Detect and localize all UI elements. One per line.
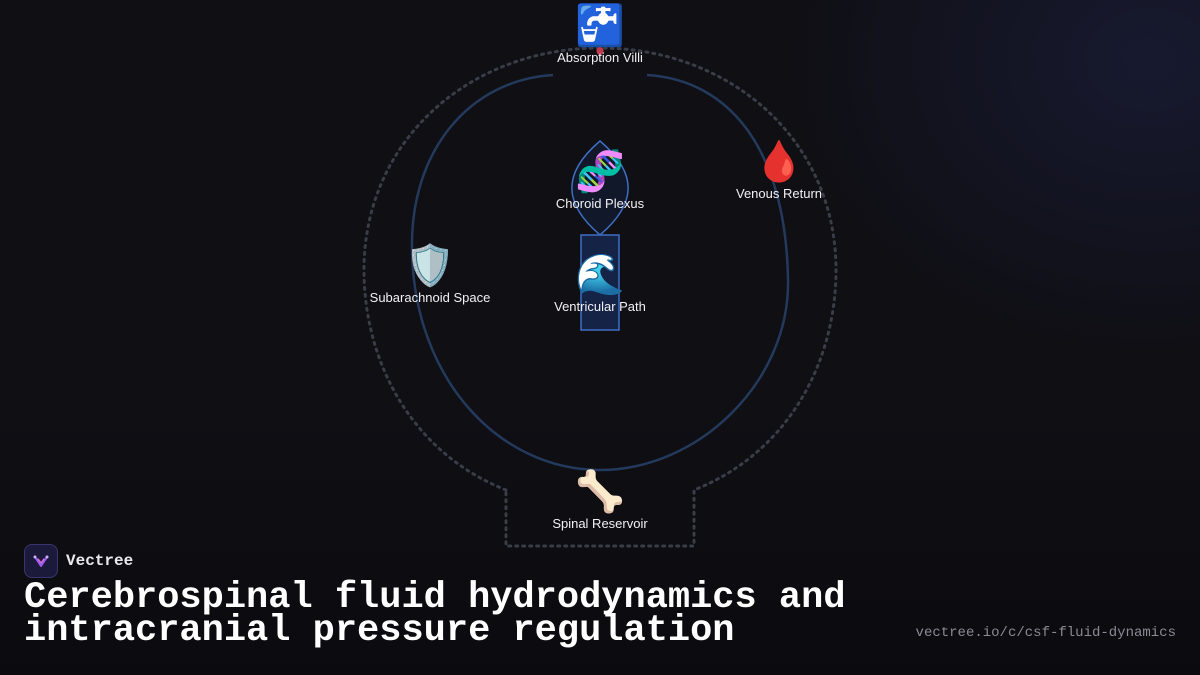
drip-mark bbox=[596, 47, 604, 55]
node-spinal-reservoir: 🦴 Spinal Reservoir bbox=[552, 470, 647, 531]
wave-icon: 🌊 bbox=[575, 252, 625, 298]
node-label: Absorption Villi bbox=[557, 50, 643, 65]
node-label: Choroid Plexus bbox=[555, 196, 645, 211]
node-choroid-plexus: 🧬 Choroid Plexus bbox=[556, 150, 644, 211]
node-subarachnoid-space: 🛡️ Subarachnoid Space bbox=[370, 244, 491, 305]
faucet-icon: 🚰 bbox=[575, 3, 625, 49]
brand: Vectree bbox=[24, 544, 133, 578]
outer-skull-outline bbox=[362, 46, 838, 548]
dna-icon: 🧬 bbox=[575, 149, 625, 195]
node-venous-return: 🩸 Venous Return bbox=[736, 140, 822, 201]
inner-brain-outline bbox=[410, 73, 790, 472]
vectree-logo-icon bbox=[24, 544, 58, 578]
node-ventricular-path: 🌊 Ventricular Path bbox=[554, 253, 646, 314]
blood-drop-icon: 🩸 bbox=[754, 139, 804, 185]
page-title: Cerebrospinal fluid hydrodynamics and in… bbox=[24, 577, 846, 652]
node-label: Spinal Reservoir bbox=[552, 516, 648, 531]
node-absorption-villi: 🚰 Absorption Villi bbox=[557, 4, 643, 65]
node-label: Venous Return bbox=[735, 186, 823, 201]
node-label: Subarachnoid Space bbox=[369, 290, 491, 305]
source-url[interactable]: vectree.io/c/csf-fluid-dynamics bbox=[915, 625, 1176, 641]
ventricle-rect bbox=[580, 234, 620, 331]
node-label: Ventricular Path bbox=[554, 299, 646, 314]
shield-icon: 🛡️ bbox=[405, 243, 455, 289]
brand-name: Vectree bbox=[66, 552, 134, 570]
bone-icon: 🦴 bbox=[575, 469, 625, 515]
